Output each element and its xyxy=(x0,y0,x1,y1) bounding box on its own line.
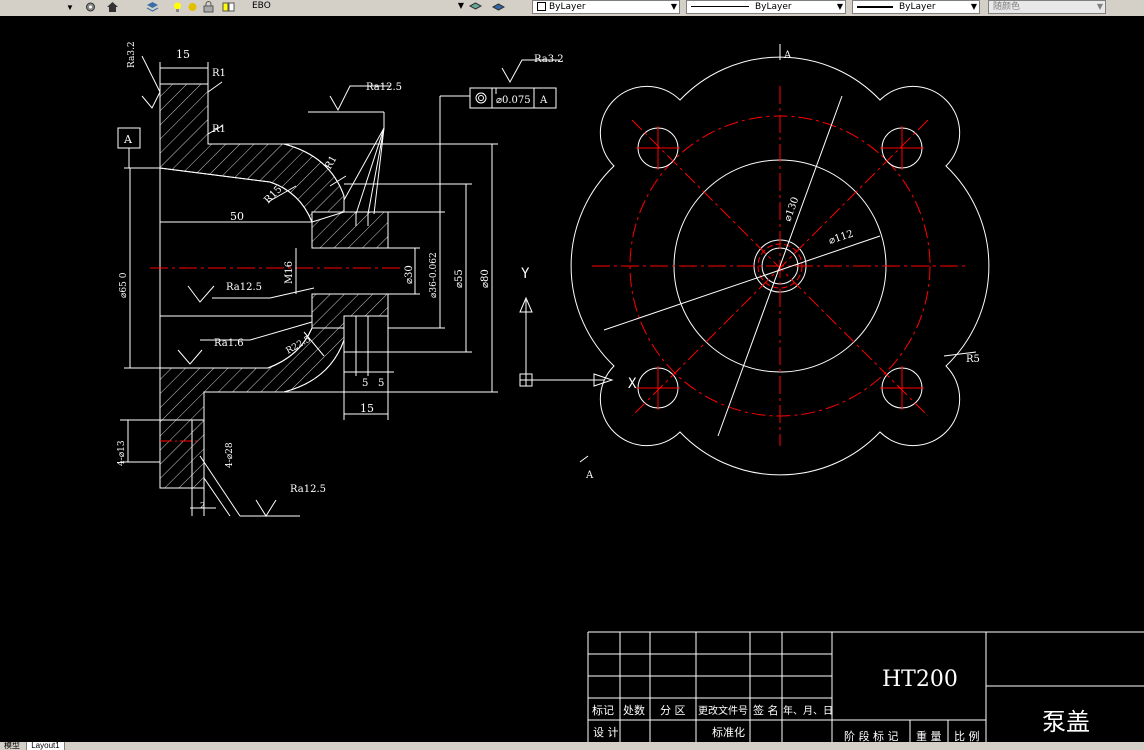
ra-1-6: Ra1.6 xyxy=(214,338,244,349)
linetype-combo[interactable]: ByLayer ▼ xyxy=(686,0,846,14)
dropdown-arrow-icon[interactable]: ▼ xyxy=(66,3,74,12)
lightbulb-icon[interactable] xyxy=(171,1,184,13)
row2-cell: 标准化 xyxy=(712,725,745,739)
header-cell: 更改文件号 xyxy=(698,704,748,717)
hatch-lower-flange xyxy=(159,327,345,489)
lineweight-value: ByLayer xyxy=(899,2,936,12)
header-cell: 分 区 xyxy=(660,704,686,717)
hole-13-label: 4-⌀13 xyxy=(117,440,127,466)
d130-label: ⌀130 xyxy=(782,196,801,223)
chevron-down-icon: ▼ xyxy=(1096,2,1103,11)
color-swatch-box xyxy=(537,2,546,11)
dim-5b: 5 xyxy=(378,378,384,389)
part-name: 泵盖 xyxy=(1042,708,1090,736)
layer-previous-icon[interactable] xyxy=(492,1,505,13)
ucs-y-label: Y xyxy=(521,266,530,282)
stage-label: 阶 段 标 记 xyxy=(844,729,899,742)
ra-12-5-mid: Ra12.5 xyxy=(226,282,262,293)
r1-label: R1 xyxy=(212,124,226,135)
header-cell: 处数 xyxy=(623,704,645,717)
tab-model[interactable]: 模型 xyxy=(4,742,20,750)
chevron-down-icon: ▼ xyxy=(457,1,464,10)
d112-label: ⌀112 xyxy=(828,229,855,247)
scale-label: 比 例 xyxy=(954,729,980,742)
chevron-down-icon: ▼ xyxy=(836,2,843,11)
layout-tabs: 模型 Layout1 xyxy=(0,742,1144,750)
tolerance-value: ⌀0.075 xyxy=(496,95,531,106)
header-cell: 签 名 xyxy=(753,703,779,717)
d55-label: ⌀55 xyxy=(454,269,465,288)
tab-layout1[interactable]: Layout1 xyxy=(26,742,65,750)
house-icon[interactable] xyxy=(106,1,119,13)
outline-upper xyxy=(159,83,389,249)
color-swatch-icon[interactable] xyxy=(222,1,235,13)
chevron-down-icon: ▼ xyxy=(970,2,977,11)
r15-label: R15 xyxy=(262,184,284,206)
flange-outline xyxy=(570,56,990,476)
d30-label: ⌀30 xyxy=(404,265,415,284)
title-block xyxy=(587,631,1144,742)
ra-12-5-bottom: Ra12.5 xyxy=(290,484,326,495)
datum-a: A xyxy=(123,133,133,146)
color-combo[interactable]: ByLayer ▼ xyxy=(532,0,680,14)
dim-50: 50 xyxy=(230,210,244,223)
header-cell: 标记 xyxy=(592,703,614,717)
tolerance-frame xyxy=(469,87,557,109)
make-current-layer-icon[interactable] xyxy=(469,1,482,13)
ra-12-5-top: Ra12.5 xyxy=(366,82,402,93)
section-mark-a-bottom: A xyxy=(585,470,594,481)
gear-icon[interactable] xyxy=(84,1,97,13)
dim-15-top: 15 xyxy=(176,48,190,61)
lock-icon[interactable] xyxy=(202,1,215,13)
plotstyle-combo[interactable]: 随颜色 ▼ xyxy=(988,0,1106,14)
d80-label: ⌀80 xyxy=(480,269,491,288)
section-view xyxy=(117,55,560,517)
sun-icon[interactable] xyxy=(186,1,199,13)
hatch-upper-boss xyxy=(311,211,389,249)
linetype-sample xyxy=(691,6,749,7)
cad-drawing: 15 R1 R1 R1 R15 50 M16 ⌀30 ⌀36-0.062 ⌀55… xyxy=(117,41,1144,742)
dim-2: 2 xyxy=(200,501,205,510)
header-cell: 年、月、日 xyxy=(783,704,833,717)
d36-label: ⌀36-0.062 xyxy=(429,252,439,298)
layer-combo[interactable]: EBO ▼ xyxy=(248,0,466,14)
m16-label: M16 xyxy=(284,261,295,284)
ra-3-2-right: Ra3.2 xyxy=(534,54,564,65)
chevron-down-icon: ▼ xyxy=(670,2,677,11)
hatch-upper-flange xyxy=(159,83,345,223)
dim-15-bottom: 15 xyxy=(360,402,374,415)
plotstyle-value: 随颜色 xyxy=(993,2,1021,12)
lineweight-combo[interactable]: ByLayer ▼ xyxy=(852,0,980,14)
tolerance-datum: A xyxy=(539,95,548,106)
d65-label: ⌀65 0 xyxy=(119,272,129,298)
ucs-x-label: X xyxy=(628,376,637,392)
properties-toolbar: ▼ EBO ▼ ByLayer ▼ ByLayer ▼ ByLayer ▼ 随颜… xyxy=(0,0,1144,17)
layer-stack-icon[interactable] xyxy=(146,1,159,13)
model-space-canvas[interactable]: 15 R1 R1 R1 R15 50 M16 ⌀30 ⌀36-0.062 ⌀55… xyxy=(0,16,1144,742)
section-mark-a-top: A xyxy=(783,50,792,61)
row2-cell: 设 计 xyxy=(593,726,619,739)
color-value: ByLayer xyxy=(549,2,586,12)
r5-label: R5 xyxy=(966,354,980,365)
hatch-lower-boss xyxy=(311,293,389,329)
dim-5a: 5 xyxy=(362,378,368,389)
weight-label: 重 量 xyxy=(916,729,942,742)
plan-view xyxy=(570,44,990,476)
r1-label: R1 xyxy=(212,68,226,79)
lineweight-sample xyxy=(857,5,893,8)
ra-top-left: Ra3.2 xyxy=(127,41,137,68)
layer-name: EBO xyxy=(252,1,271,11)
hole-28-label: 4-⌀28 xyxy=(225,442,235,468)
linetype-value: ByLayer xyxy=(755,2,792,12)
ucs-icon xyxy=(519,296,614,387)
material-label: HT200 xyxy=(882,667,958,692)
title-block-texts: HT200 泵盖 标记 处数 分 区 更改文件号 签 名 年、月、日 设 计 标… xyxy=(592,667,1090,742)
